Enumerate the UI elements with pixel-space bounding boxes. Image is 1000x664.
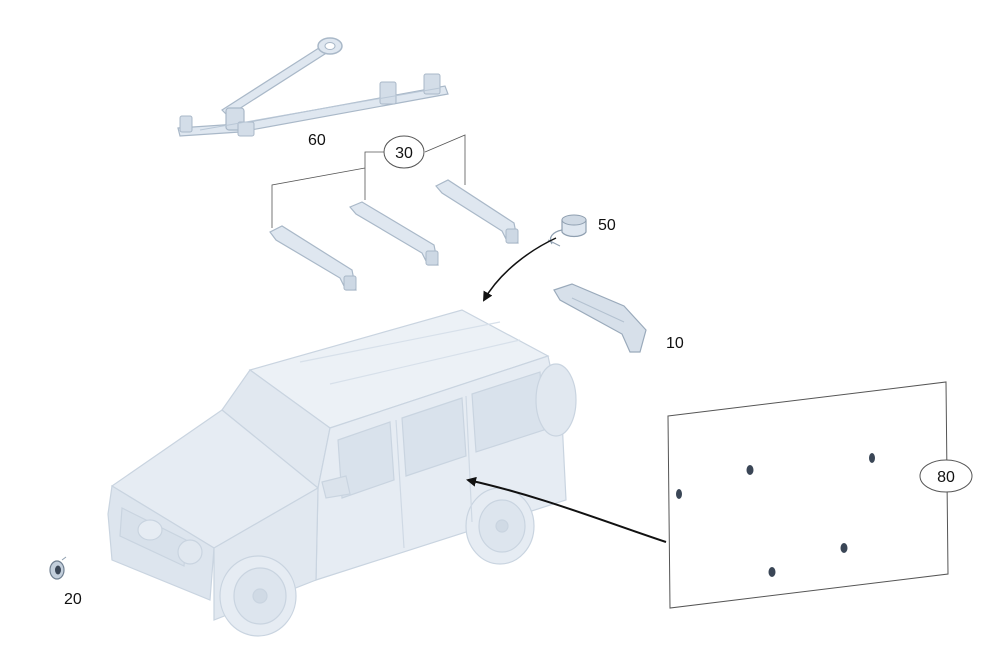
part-30-roof-bar-middle [349, 201, 439, 266]
callout-30-circle [383, 135, 425, 169]
part-80-film-panel [667, 381, 949, 609]
callout-20: 20 [64, 591, 82, 608]
part-30-roof-bar-left [269, 225, 357, 291]
part-60-carrier-frame [177, 37, 449, 137]
callout-10: 10 [666, 335, 684, 352]
callout-50: 50 [598, 217, 616, 234]
arrow-80-to-vehicle [466, 476, 667, 543]
part-20-grommet [49, 556, 67, 580]
callout-30: 30 [395, 145, 413, 162]
part-10-spoiler [553, 283, 647, 353]
callout-80: 80 [937, 469, 955, 486]
part-30-roof-bar-right [435, 179, 519, 244]
vehicle-suv [107, 309, 577, 637]
callout-60: 60 [308, 132, 326, 149]
callout-30-bracket [271, 134, 466, 228]
arrow-50-to-roof [483, 237, 557, 302]
callout-80-circle [919, 459, 973, 493]
part-50-sensor [547, 214, 587, 247]
